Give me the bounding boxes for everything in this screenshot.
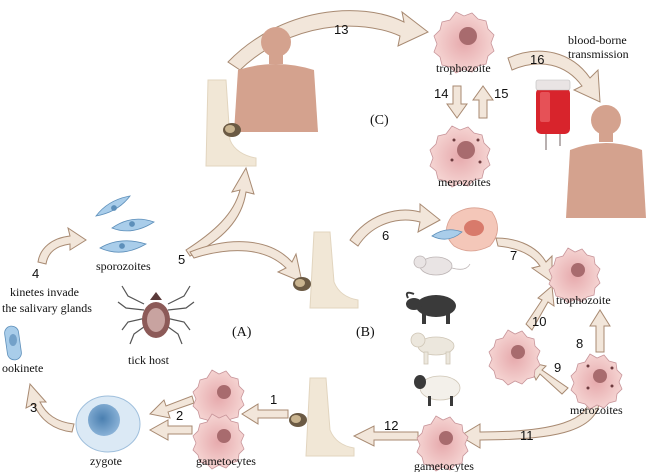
label-b: (B) (356, 325, 375, 340)
step-12: 12 (384, 418, 398, 433)
label-trophozoite-right: trophozoite (556, 293, 611, 307)
step-3: 3 (30, 400, 37, 415)
tick-icon (117, 285, 195, 345)
human-figure-right (566, 105, 646, 218)
label-ookinete: ookinete (2, 361, 43, 375)
arrows (25, 10, 611, 449)
step-11: 11 (520, 428, 534, 443)
label-merozoites-right: merozoites (570, 403, 623, 417)
sporozoites-group (95, 195, 155, 253)
arrow-10 (525, 284, 555, 331)
infected-host-cell (431, 207, 498, 252)
arrow-2b (148, 419, 193, 441)
arrow-14 (446, 85, 468, 119)
arrow-2a (148, 395, 195, 419)
leg-middle (293, 231, 359, 309)
arrow-5-down (189, 241, 303, 283)
label-gametocytes-right: gametocytes (414, 459, 474, 472)
step-14: 14 (434, 86, 448, 101)
leg-top (205, 79, 257, 167)
arrow-8 (589, 309, 611, 353)
label-gametocytes-left: gametocytes (196, 454, 256, 468)
label-blood-borne-2: transmission (568, 47, 629, 61)
step-13: 13 (334, 22, 348, 37)
label-sporozoites: sporozoites (96, 259, 151, 273)
step-7: 7 (510, 248, 517, 263)
label-trophozoite-top: trophozoite (436, 61, 491, 75)
merozoites-cell-top (429, 125, 491, 188)
blood-bag (535, 79, 571, 150)
leg-bottom (289, 377, 355, 457)
step-4: 4 (32, 266, 39, 281)
label-blood-borne-1: blood-borne (568, 33, 627, 47)
trophozoite-cell-right (548, 247, 601, 304)
arrow-3 (25, 382, 75, 433)
step-10: 10 (532, 314, 546, 329)
dog-icon (410, 332, 455, 365)
human-figure-top (234, 27, 318, 132)
step-9: 9 (554, 360, 561, 375)
arrow-6 (349, 202, 441, 247)
step-5: 5 (178, 252, 185, 267)
trophozoite-cell-top (433, 11, 495, 74)
label-tick-host: tick host (128, 353, 170, 367)
arrow-4 (37, 226, 87, 265)
arrow-7 (495, 237, 553, 283)
arrow-5-up (185, 166, 255, 257)
merozoites-cell-right (570, 353, 623, 410)
step-8: 8 (576, 336, 583, 351)
gametocytes-left-lower (192, 413, 245, 470)
step-2: 2 (176, 408, 183, 423)
arrow-1 (241, 403, 289, 425)
label-kinetes-2: the salivary glands (2, 301, 92, 315)
step-1: 1 (270, 392, 277, 407)
step-15: 15 (494, 86, 508, 101)
merozoite-cell-middle (488, 329, 541, 386)
label-c: (C) (370, 113, 389, 128)
label-merozoites-top: merozoites (438, 175, 491, 189)
sheep-icon (414, 375, 461, 406)
gametocytes-right-cell (416, 415, 469, 472)
rat-icon (413, 255, 471, 276)
label-zygote: zygote (90, 454, 122, 468)
ookinete-cell (4, 325, 22, 361)
gametocytes-left-upper (192, 369, 245, 426)
buffalo-icon (405, 291, 456, 324)
arrow-13 (227, 10, 429, 71)
label-kinetes-1: kinetes invade (10, 285, 79, 299)
step-6: 6 (382, 228, 389, 243)
step-16: 16 (530, 52, 544, 67)
arrow-16 (507, 50, 601, 103)
zygote-cell (75, 395, 141, 453)
arrow-12 (352, 425, 419, 447)
arrow-15 (472, 85, 494, 119)
label-a: (A) (232, 325, 252, 340)
